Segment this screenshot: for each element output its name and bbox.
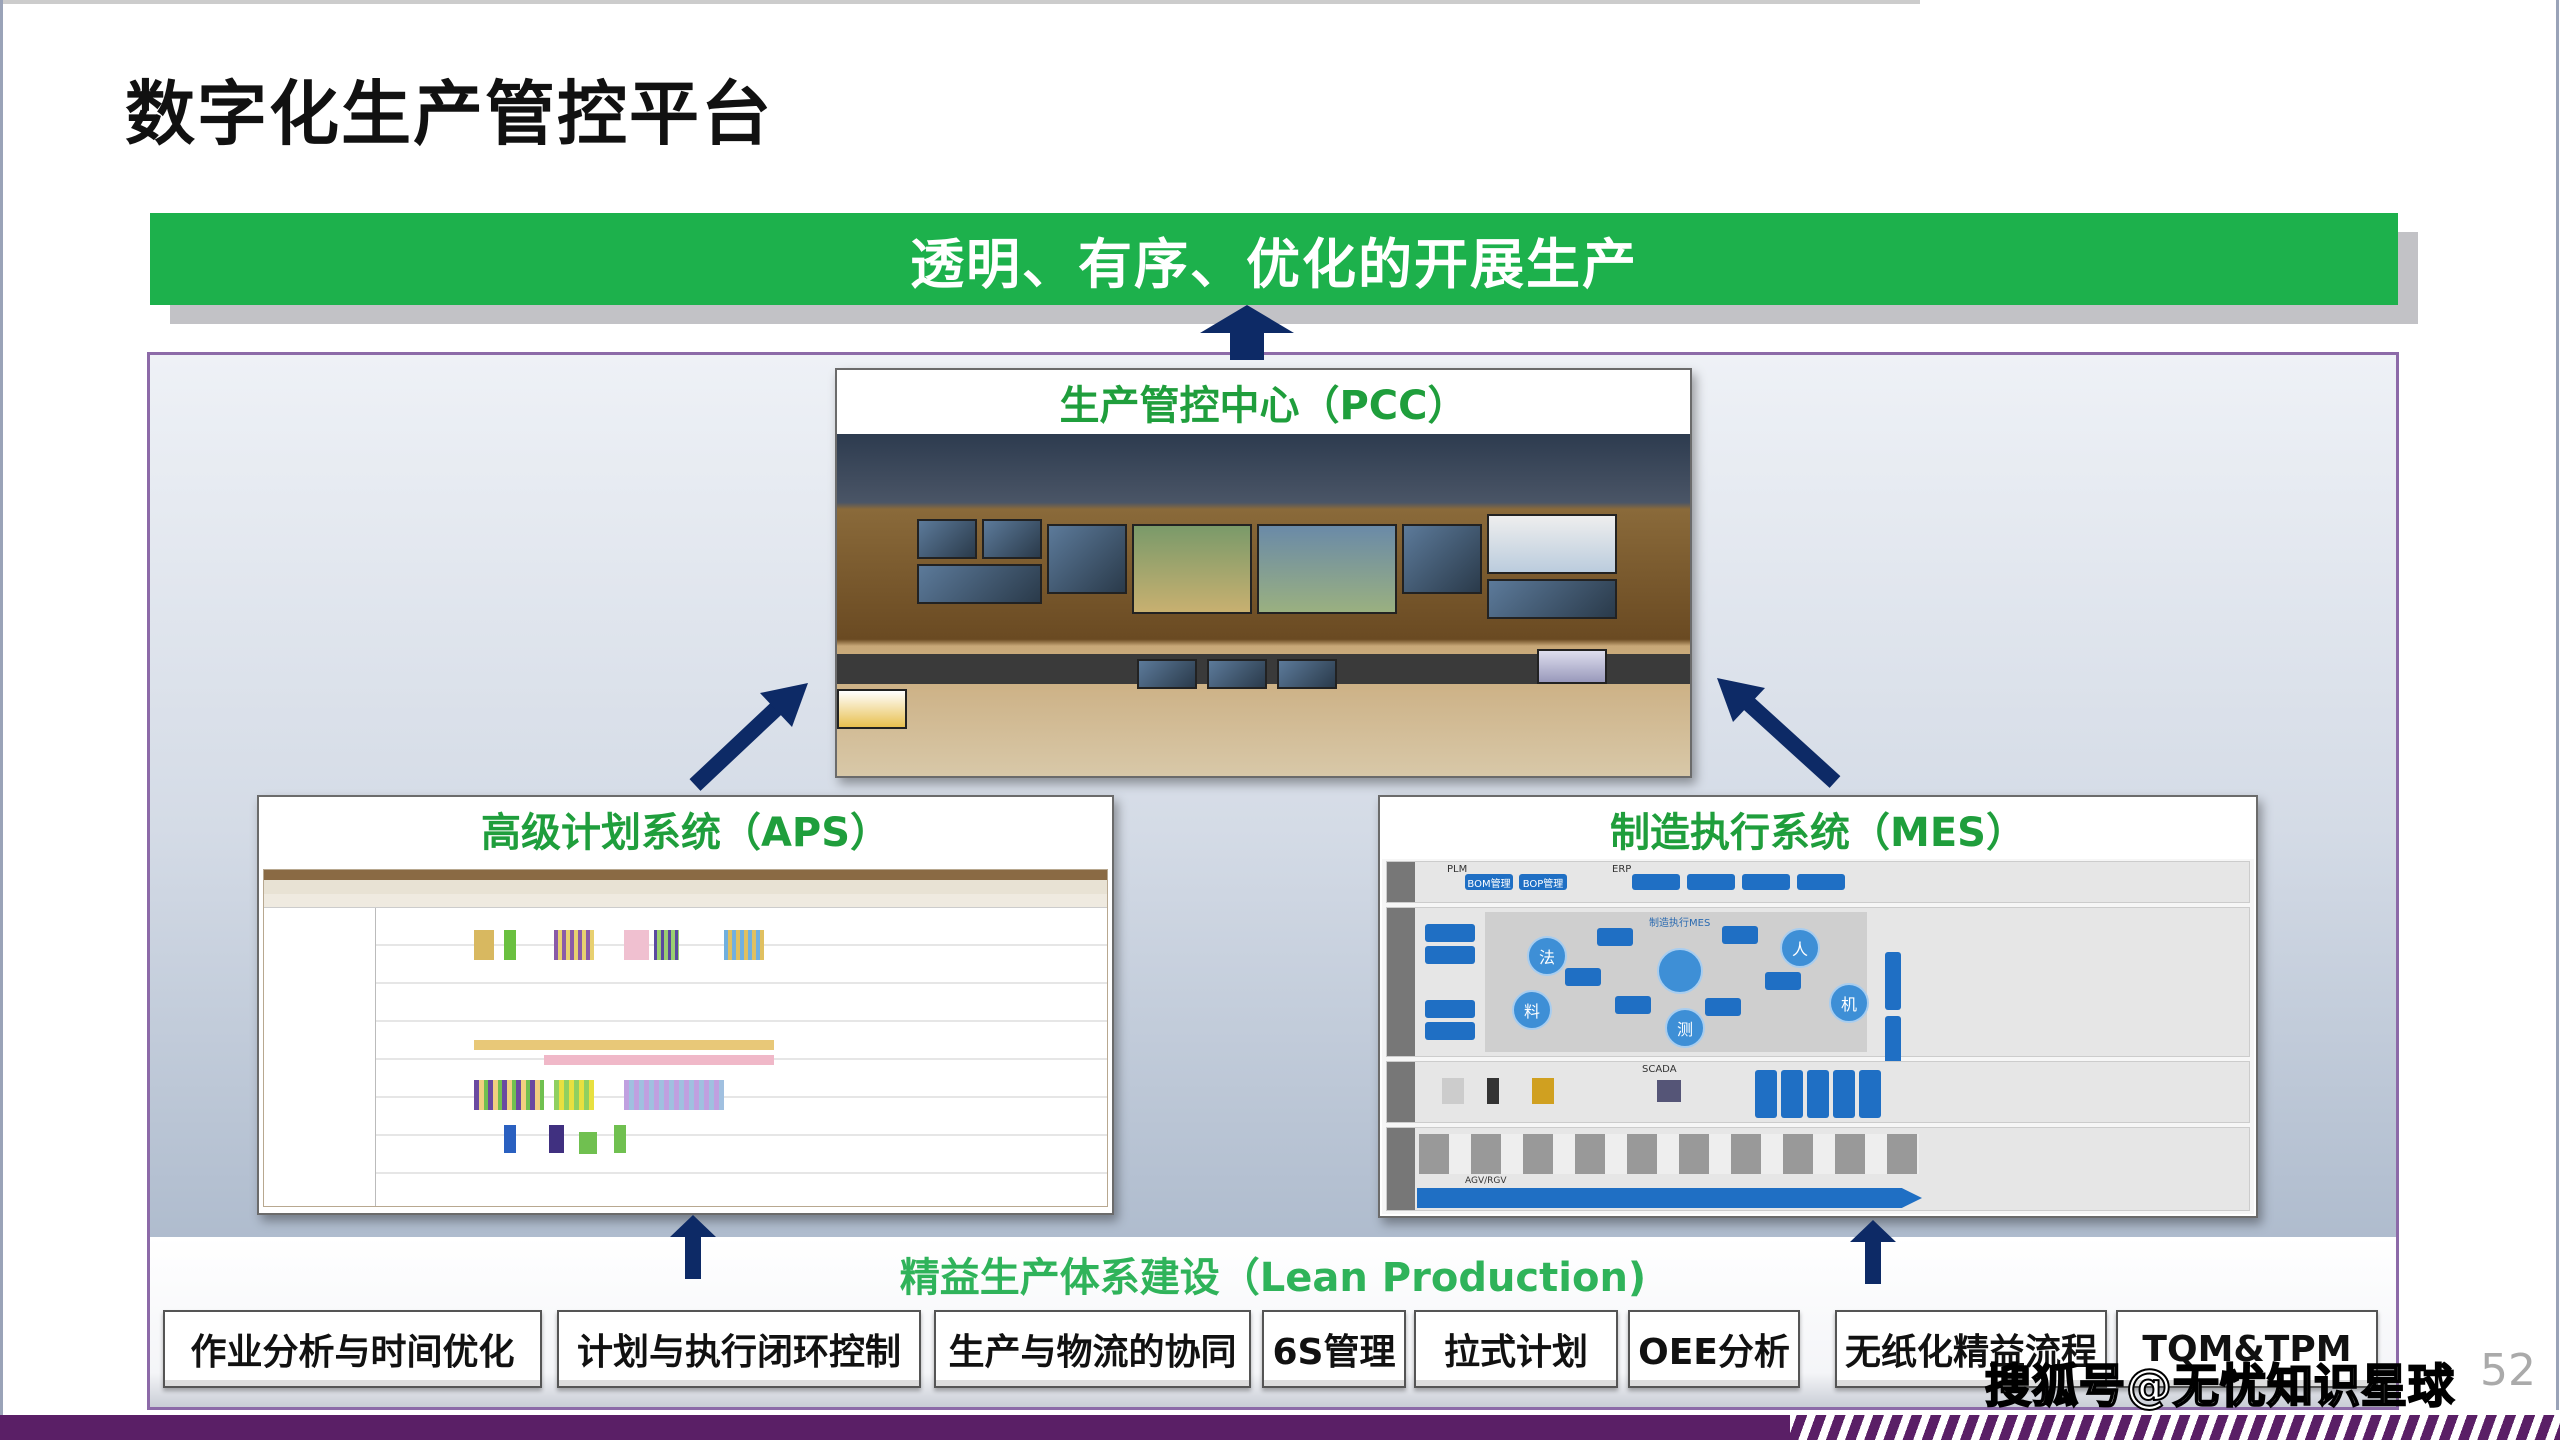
circle-ce: 测: [1665, 1008, 1705, 1048]
pcc-title: 生产管控中心（PCC）: [1059, 383, 1468, 429]
arrow-up-icon: [1200, 305, 1294, 360]
foundation-item: 生产与物流的协同: [934, 1310, 1251, 1388]
page-title: 数字化生产管控平台: [125, 73, 773, 155]
watermark: 搜狐号@无忧知识星球: [1984, 1358, 2455, 1414]
arrow-up-icon: [1850, 1220, 1896, 1284]
agv-label: AGV/RGV: [1465, 1176, 1507, 1186]
aps-gantt-screenshot: [263, 869, 1108, 1207]
foundation-item: 计划与执行闭环控制: [557, 1310, 921, 1388]
page-number: 52: [2480, 1345, 2536, 1396]
foundation-item: 拉式计划: [1414, 1310, 1618, 1388]
foundation-item: TQM&TPM: [2116, 1310, 2378, 1388]
bom-box: BOM管理: [1465, 874, 1513, 890]
top-border: [0, 0, 1920, 4]
arrow-mes-to-pcc-icon: [1717, 678, 1841, 788]
lean-production-label: 精益生产体系建设（Lean Production): [899, 1255, 1647, 1301]
right-border: [2556, 0, 2559, 1440]
plm-label: PLM: [1447, 864, 1468, 875]
goal-banner: 透明、有序、优化的开展生产: [150, 213, 2398, 305]
bop-box: BOP管理: [1519, 874, 1567, 890]
mes-architecture-diagram: PLM BOM管理 BOP管理 ERP 制造执行MES 法 料 人 机 测: [1382, 859, 2254, 1214]
scada-label: SCADA: [1642, 1064, 1677, 1075]
left-border: [0, 0, 3, 1440]
foundation-item: 作业分析与时间优化: [163, 1310, 542, 1388]
circle-liao: 料: [1512, 990, 1552, 1030]
mes-title: 制造执行系统（MES）: [1610, 810, 2026, 856]
mes-panel: 制造执行系统（MES） PLM BOM管理 BOP管理 ERP 制造执行MES …: [1378, 795, 2258, 1218]
arrow-aps-to-pcc-icon: [689, 683, 808, 791]
circle-ren: 人: [1780, 928, 1820, 968]
pcc-panel: 生产管控中心（PCC）: [835, 368, 1692, 778]
circle-ji: 机: [1829, 983, 1869, 1023]
circle-fa: 法: [1527, 936, 1567, 976]
aps-panel: 高级计划系统（APS）: [257, 795, 1114, 1215]
arrow-up-icon: [670, 1215, 716, 1279]
mes-center-label: 制造执行MES: [1649, 918, 1711, 929]
foundation-item: 6S管理: [1262, 1310, 1406, 1388]
control-room-image: [837, 434, 1690, 776]
aps-title: 高级计划系统（APS）: [480, 810, 891, 856]
footer-hatch: [1790, 1410, 2560, 1440]
foundation-item: 无纸化精益流程: [1835, 1310, 2107, 1388]
erp-label: ERP: [1612, 864, 1632, 875]
foundation-item: OEE分析: [1628, 1310, 1800, 1388]
